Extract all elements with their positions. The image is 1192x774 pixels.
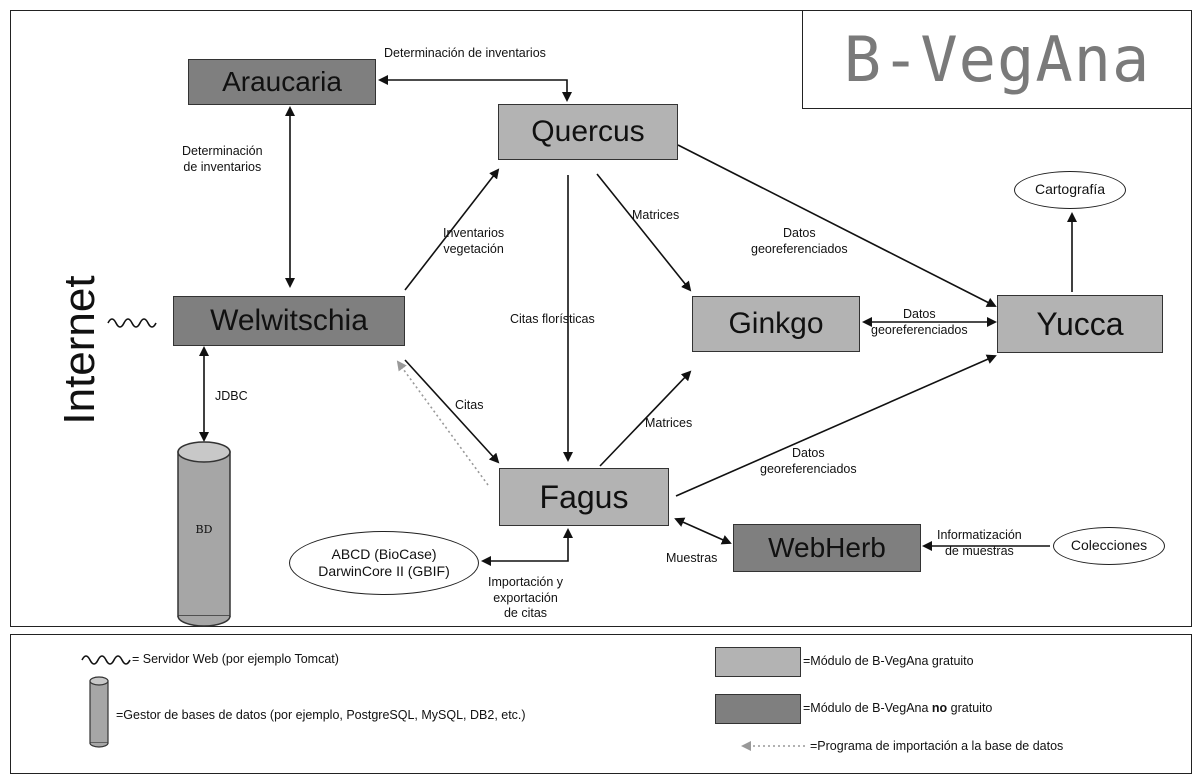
label-info-muestras-2: de muestras (944, 543, 1014, 558)
label-import-3: de citas (503, 606, 548, 621)
label-citas: Citas (455, 398, 484, 412)
label-info-muestras: Informatización de muestras (937, 528, 1022, 559)
module-quercus[interactable]: Quercus (498, 104, 678, 160)
edge-fagus-webherb (674, 517, 732, 545)
label-datos-geo-2-a: Datos (902, 307, 936, 321)
label-datos-geo-3-a: Datos (791, 446, 825, 460)
module-welwitschia[interactable]: Welwitschia (173, 296, 405, 346)
label-datos-geo-1-b: georeferenciados (751, 241, 848, 256)
legend-import-program: =Programa de importación a la base de da… (810, 739, 1064, 753)
edge-fagus-ginkgo (599, 370, 692, 467)
oval-abcd: ABCD (BioCase) DarwinCore II (GBIF) (289, 531, 479, 595)
label-citas-floristicas: Citas florísticas (510, 312, 595, 326)
legend-paid-module-bold: no (931, 701, 948, 715)
oval-colecciones: Colecciones (1053, 527, 1165, 565)
label-matrices-top: Matrices (632, 208, 680, 222)
module-webherb[interactable]: WebHerb (733, 524, 921, 572)
edge-import-program (396, 360, 489, 486)
label-jdbc: JDBC (215, 389, 248, 403)
legend-paid-module-post: gratuito (947, 701, 993, 715)
label-datos-geo-2: Datos georeferenciados (871, 307, 968, 338)
legend-free-module: =Módulo de B-VegAna gratuito (803, 654, 974, 668)
edge-fagus-yucca (675, 354, 997, 497)
label-det-inv-left-1: Determinación (182, 144, 263, 158)
abcd-line-2: DarwinCore II (GBIF) (318, 563, 450, 579)
label-det-inv-top: Determinación de inventarios (384, 46, 546, 60)
edge-araucaria-quercus (378, 75, 572, 102)
label-datos-geo-1-a: Datos (782, 226, 816, 240)
label-inv-veg: Inventarios vegetación (443, 226, 504, 257)
edge-welwitschia-quercus (404, 168, 500, 291)
legend-paid-module-pre: =Módulo de B-VegAna (803, 701, 932, 715)
label-datos-geo-3-b: georeferenciados (760, 461, 857, 476)
edge-fagus-abcd (481, 528, 573, 566)
module-araucaria[interactable]: Araucaria (188, 59, 376, 105)
module-fagus[interactable]: Fagus (499, 468, 669, 526)
database-label: BD (195, 523, 213, 536)
label-datos-geo-1: Datos georeferenciados (751, 226, 848, 257)
label-import-1: Importación y (488, 575, 564, 589)
web-server-symbol (107, 318, 157, 328)
legend-web-server: = Servidor Web (por ejemplo Tomcat) (132, 652, 339, 666)
label-muestras: Muestras (666, 551, 718, 565)
edge-welwitschia-fagus (404, 359, 500, 464)
brand-box (802, 10, 1192, 109)
legend-paid-swatch (715, 694, 801, 724)
edge-quercus-yucca (677, 144, 997, 307)
legend-db-manager: =Gestor de bases de datos (por ejemplo, … (116, 708, 526, 722)
label-info-muestras-1: Informatización (937, 528, 1022, 542)
legend-database-symbol (89, 676, 109, 748)
label-inv-veg-1: Inventarios (443, 226, 505, 240)
label-matrices-bottom: Matrices (645, 416, 693, 430)
legend-web-server-symbol (81, 655, 131, 665)
database-cylinder (177, 441, 231, 627)
label-inv-veg-2: vegetación (443, 241, 504, 256)
legend-free-swatch (715, 647, 801, 677)
label-import-2: exportación (493, 590, 558, 605)
edge-quercus-ginkgo (596, 173, 692, 292)
legend-paid-module: =Módulo de B-VegAna no gratuito (803, 701, 992, 715)
label-det-inv-left-2: de inventarios (183, 159, 262, 174)
label-det-inv-left: Determinación de inventarios (182, 144, 263, 175)
abcd-line-1: ABCD (BioCase) (331, 545, 437, 562)
label-datos-geo-3: Datos georeferenciados (760, 446, 857, 477)
label-datos-geo-2-b: georeferenciados (871, 322, 968, 337)
oval-cartografia: Cartografía (1014, 171, 1126, 209)
brand-title: B-VegAna (843, 23, 1151, 96)
module-ginkgo[interactable]: Ginkgo (692, 296, 860, 352)
label-import: Importación y exportación de citas (488, 575, 563, 622)
module-yucca[interactable]: Yucca (997, 295, 1163, 353)
